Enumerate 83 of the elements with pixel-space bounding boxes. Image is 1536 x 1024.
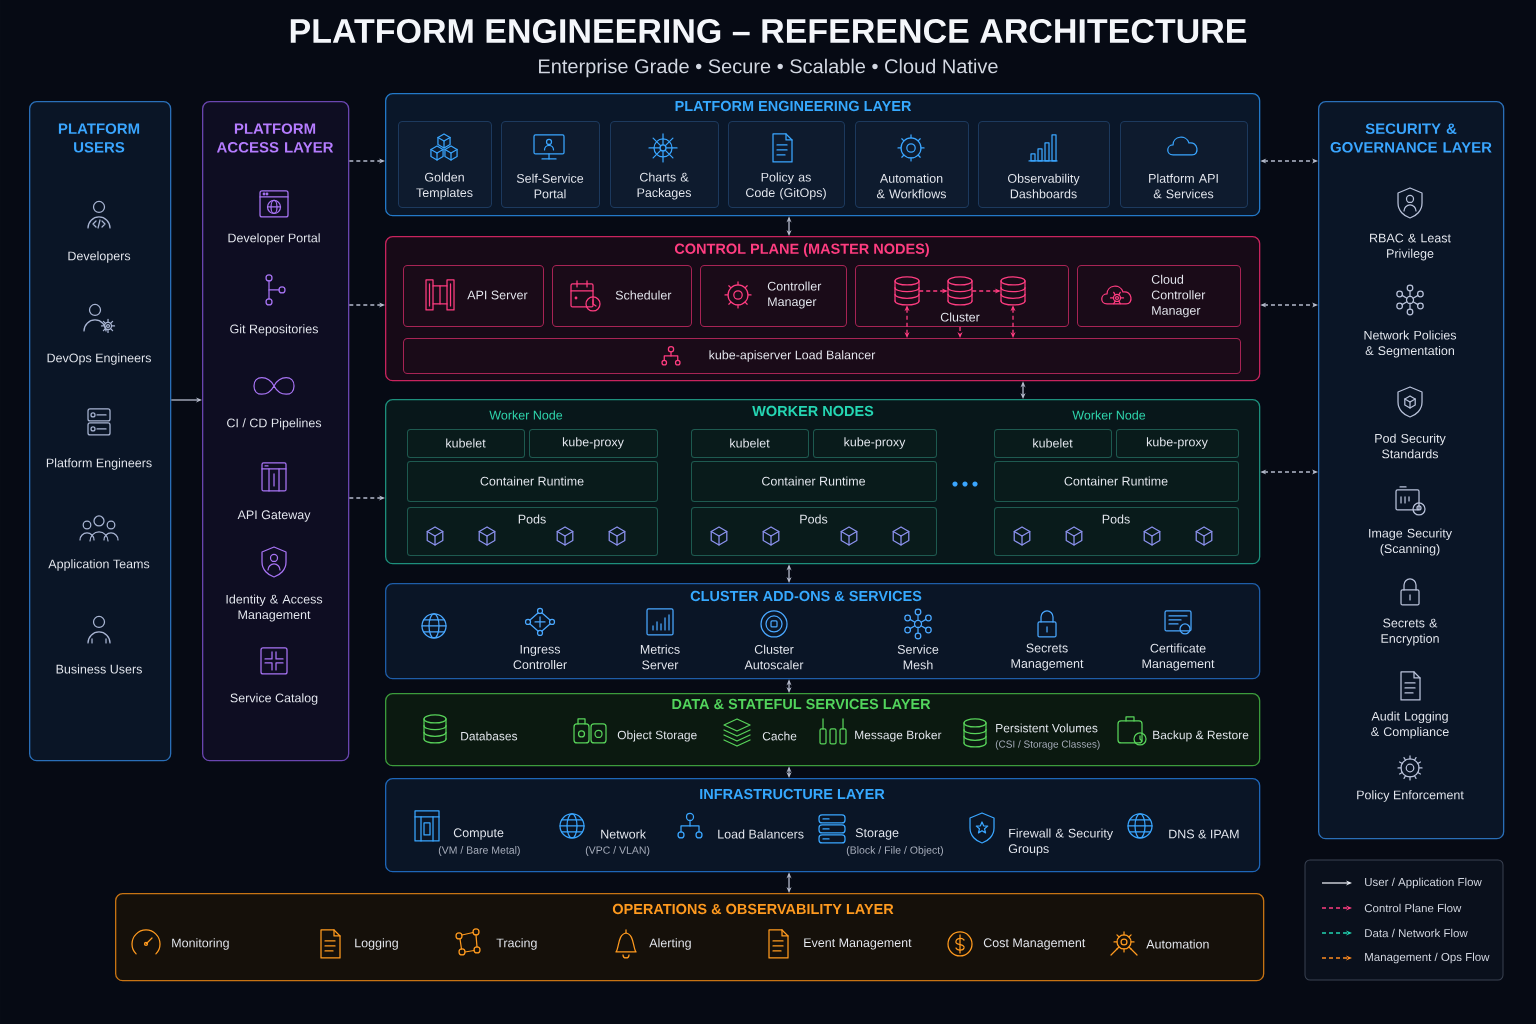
legend-label: User / Application Flow — [1365, 877, 1482, 889]
icon-label: Monitoring — [172, 938, 229, 950]
icon-label: Persistent Volumes — [996, 723, 1098, 733]
icon-label: Image Security (Scanning) — [1369, 528, 1452, 556]
icon-label: Firewall & Security Groups — [1008, 828, 1114, 856]
icon-label: Secrets Management — [1011, 643, 1084, 671]
icon-label: API Gateway — [237, 510, 311, 522]
database-cylinder — [894, 276, 920, 306]
component-box: kube-apiserver Load Balancer — [403, 338, 1241, 374]
icon-label: Metrics Server — [640, 644, 680, 670]
component-box: kube-proxy — [813, 429, 937, 458]
sub-label: (CSI / Storage Classes) — [995, 740, 1100, 750]
icon-label: Policy Enforcement — [1357, 790, 1464, 802]
icon-label: Service Catalog — [230, 693, 318, 705]
subtitle: Enterprise Grade • Secure • Scalable • Cloud Native — [539, 58, 998, 78]
icon-label: Platform Engineers — [46, 458, 152, 470]
component-box: Pods — [994, 507, 1239, 556]
icon-label: Network Policies & Segmentation — [1364, 330, 1457, 358]
legend-label: Control Plane Flow — [1364, 903, 1462, 913]
database-cylinder — [947, 276, 973, 306]
icon-label: Tracing — [496, 938, 537, 950]
icon-label: Automation — [1146, 939, 1209, 949]
icon-label: Certificate Management — [1142, 643, 1215, 671]
icon-label: Logging — [355, 938, 398, 950]
icon-label: Cost Management — [983, 938, 1086, 950]
tool-card: Golden Templates — [398, 121, 492, 208]
icon-label: RBAC & Least Privilege — [1370, 233, 1451, 261]
component-box: kubelet — [691, 429, 809, 458]
title: PLATFORM ENGINEERING – REFERENCE ARCHITECTURE — [290, 18, 1247, 44]
legend-label: Data / Network Flow — [1365, 928, 1468, 938]
sub-label: (VPC / VLAN) — [585, 846, 650, 856]
sub-label: (Block / File / Object) — [846, 846, 943, 856]
icon-label: Pod Security Standards — [1375, 433, 1446, 459]
icon-label: Storage — [855, 828, 899, 840]
icon-label: DNS & IPAM — [1169, 829, 1239, 839]
component-box: kubelet — [407, 429, 525, 458]
component-box: Scheduler — [552, 265, 692, 327]
icon-label: Databases — [461, 731, 518, 741]
component-box: Container Runtime — [691, 461, 937, 502]
sub-label: (VM / Bare Metal) — [438, 846, 520, 856]
tool-card: Platform API & Services — [1120, 121, 1248, 208]
icon-label: Compute — [453, 828, 504, 840]
icon-label: Object Storage — [617, 730, 697, 742]
component-box: Pods — [691, 507, 937, 556]
tool-card: Observability Dashboards — [978, 121, 1110, 208]
icon-label: Service Mesh — [897, 644, 939, 670]
tool-card: Automation & Workflows — [855, 121, 969, 208]
component-box: kubelet — [994, 429, 1112, 458]
component-box: Container Runtime — [407, 461, 658, 502]
icon-label: Ingress Controller — [513, 644, 567, 670]
icon-label: Application Teams — [48, 559, 150, 571]
icon-label: Developer Portal — [228, 233, 320, 245]
icon-label: Event Management — [804, 938, 912, 950]
component-box: API Server — [403, 265, 544, 327]
component-box: Controller Manager — [700, 265, 847, 327]
icon-label: Git Repositories — [230, 324, 318, 336]
icon-label: CI / CD Pipelines — [227, 418, 322, 430]
icon-label: Audit Logging & Compliance — [1371, 711, 1449, 739]
icon-label: Message Broker — [855, 730, 942, 742]
component-box: kube-proxy — [1116, 429, 1239, 458]
tool-card: Charts & Packages — [610, 121, 719, 208]
tool-card: Self-Service Portal — [501, 121, 600, 208]
icon-label: Identity & Access Management — [226, 594, 323, 622]
icon-label: Cache — [762, 731, 797, 741]
component-box: Pods — [407, 507, 658, 556]
icon-label: Alerting — [649, 938, 691, 950]
component-box: kube-proxy — [529, 429, 658, 458]
icon-label: Load Balancers — [718, 829, 804, 839]
icon-label: DevOps Engineers — [47, 353, 151, 365]
group-label: Worker Node — [1072, 410, 1146, 420]
icon-label: Backup & Restore — [1153, 730, 1249, 742]
component-box: Cloud Controller Manager — [1077, 265, 1241, 327]
icon-label: Network — [601, 829, 647, 839]
tool-card: Policy as Code (GitOps) — [728, 121, 845, 208]
database-cylinder — [1000, 276, 1026, 306]
icon-label: Cluster Autoscaler — [744, 644, 804, 670]
legend-label: Management / Ops Flow — [1365, 952, 1490, 964]
icon-label: Developers — [68, 251, 131, 263]
group-label: Worker Node — [489, 410, 563, 420]
component-box: Container Runtime — [994, 461, 1239, 502]
icon-label: Business Users — [56, 664, 142, 674]
component-box: Cluster — [855, 265, 1069, 327]
icon-label: Secrets & Encryption — [1381, 618, 1439, 646]
